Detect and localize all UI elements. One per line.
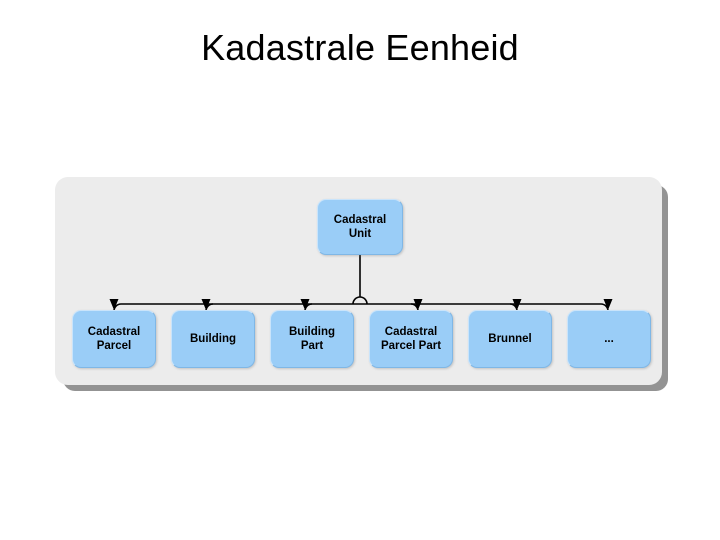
node-label: Cadastral Parcel Part: [380, 325, 442, 352]
node-label: ...: [604, 332, 614, 345]
node-label: Building Part: [289, 325, 335, 352]
node-cadastral-parcel-part[interactable]: Cadastral Parcel Part: [369, 310, 453, 368]
node-building-part[interactable]: Building Part: [270, 310, 354, 368]
diagram-panel: Cadastral Unit Cadastral Parcel Building…: [55, 177, 662, 385]
page-title: Kadastrale Eenheid: [201, 27, 519, 68]
node-label: Cadastral Parcel: [87, 325, 141, 352]
node-cadastral-unit[interactable]: Cadastral Unit: [317, 199, 403, 255]
node-label: Brunnel: [488, 332, 532, 345]
node-brunnel[interactable]: Brunnel: [468, 310, 552, 368]
node-ellipsis[interactable]: ...: [567, 310, 651, 368]
node-label: Cadastral Unit: [333, 213, 387, 240]
node-label: Building: [190, 332, 236, 345]
node-building[interactable]: Building: [171, 310, 255, 368]
node-cadastral-parcel[interactable]: Cadastral Parcel: [72, 310, 156, 368]
